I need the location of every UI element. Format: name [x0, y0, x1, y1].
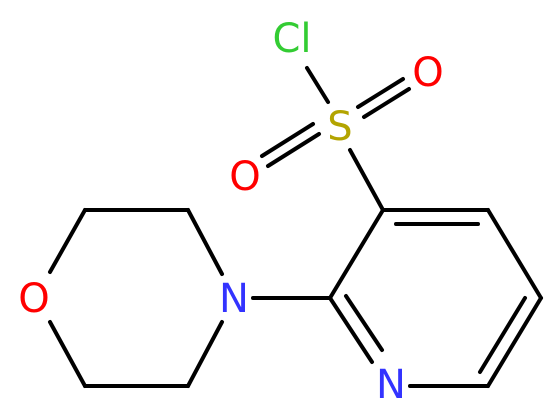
atom-o-sulfonyl-1: O: [412, 50, 443, 96]
bond-c5-c6-inner: [478, 296, 527, 374]
bond-npyr-c2-outer: [328, 296, 374, 364]
atom-n-pyridine: N: [376, 362, 406, 408]
bond-s-o2-a: [260, 122, 315, 158]
bonds: [48, 66, 543, 388]
bond-omorph-cc: [48, 320, 87, 388]
bond-cb-omorph: [48, 208, 87, 274]
bond-s-o2-b: [266, 132, 321, 168]
bond-c4-c5: [486, 208, 543, 300]
atom-cl: Cl: [272, 16, 311, 62]
bond-c2-c3: [328, 208, 385, 300]
bond-cd-nmorph: [186, 320, 224, 388]
bond-s-o1-a: [356, 77, 405, 109]
bond-npyr-c2-inner: [344, 294, 384, 352]
bond-s-cl: [305, 66, 330, 104]
atom-labels: Cl S O O N O N: [18, 16, 443, 408]
bond-s-c3: [348, 148, 385, 212]
bond-nmorph-ca: [186, 208, 224, 276]
bond-c5-c6-outer: [486, 296, 543, 388]
atom-o-morpholine: O: [18, 276, 49, 322]
bond-s-o1-b: [362, 87, 411, 119]
atom-s: S: [327, 104, 352, 150]
atom-n-morpholine: N: [219, 276, 249, 322]
atom-o-sulfonyl-2: O: [229, 154, 260, 200]
